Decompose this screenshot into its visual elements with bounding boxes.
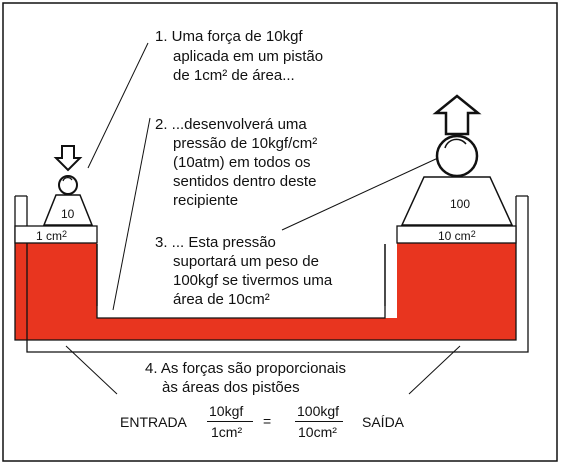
vessel-outer-wall xyxy=(26,196,529,353)
statement-3-line-3: 100kgf se tivermos uma xyxy=(173,272,333,289)
left-weight-label: 10 xyxy=(61,207,75,221)
leader-line-3 xyxy=(281,157,439,231)
left-fraction-bar xyxy=(207,421,253,422)
right-fraction-numerator: 100kgf xyxy=(297,403,340,419)
statement-1-line-2: aplicada em um pistão xyxy=(173,48,324,65)
left-fraction-numerator: 10kgf xyxy=(209,403,244,419)
leader-line-1 xyxy=(87,42,149,169)
vessel-inner-wall xyxy=(14,196,517,341)
statement-2-line-2: pressão de 10kgf/cm² xyxy=(173,135,318,152)
up-arrow-icon xyxy=(432,94,482,136)
right-ball xyxy=(435,134,479,178)
right-weight xyxy=(400,176,514,226)
fluid xyxy=(15,242,516,340)
statement-2-line-5: recipiente xyxy=(173,192,239,209)
output-label: SAÍDA xyxy=(362,414,405,430)
right-weight-label: 100 xyxy=(450,197,471,211)
vessel-middle-wall-outer xyxy=(96,244,386,306)
left-fraction-denominator: 1cm² xyxy=(211,424,243,440)
right-fraction-denominator: 10cm² xyxy=(298,424,337,440)
statement-4-line-1: 4. As forças são proporcionais xyxy=(145,360,346,377)
right-piston xyxy=(396,225,517,244)
statement-3-line-2: suportará um peso de xyxy=(173,253,319,270)
statement-3-line-4: área de 10cm² xyxy=(173,291,270,308)
left-ball xyxy=(58,175,78,195)
left-piston xyxy=(14,225,98,244)
leader-line-4b xyxy=(408,345,461,395)
statement-4-line-2: às áreas dos pistões xyxy=(162,379,300,396)
outer-frame xyxy=(2,2,558,462)
statement-1-line-3: de 1cm² de área... xyxy=(173,67,295,84)
leader-line-4a xyxy=(65,345,118,395)
statement-1-line-1: 1. Uma força de 10kgf xyxy=(155,28,303,45)
left-area-label: 1 cm2 xyxy=(36,229,68,243)
right-area-label: 10 cm2 xyxy=(438,229,476,243)
equals-sign: = xyxy=(263,413,272,429)
leader-line-2 xyxy=(112,117,151,311)
statement-2-line-3: (10atm) em todos os xyxy=(173,154,311,171)
input-label: ENTRADA xyxy=(120,414,187,430)
down-arrow-icon xyxy=(53,145,83,172)
left-weight xyxy=(42,194,94,226)
right-fraction-bar xyxy=(295,421,343,422)
statement-3-line-1: 3. ... Esta pressão xyxy=(155,234,276,251)
statement-2-line-4: sentidos dentro deste xyxy=(173,173,317,190)
statement-2-line-1: 2. ...desenvolverá uma xyxy=(155,116,307,133)
